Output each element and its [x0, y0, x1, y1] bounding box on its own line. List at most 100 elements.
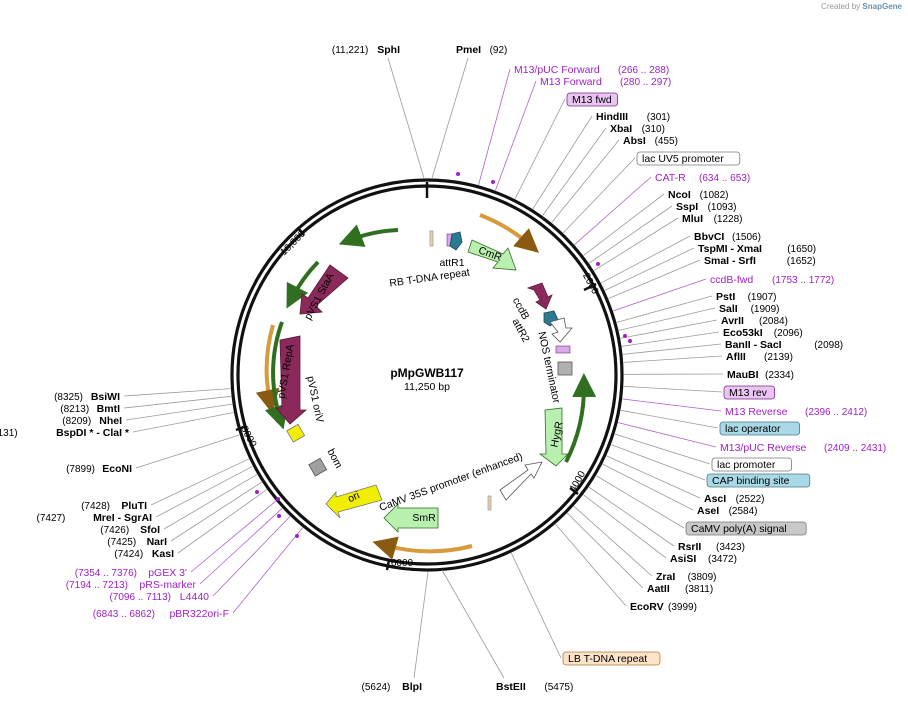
site-kasi: KasI (7424)	[114, 548, 174, 560]
primer-name: pBR322ori-F	[169, 608, 229, 620]
site-position: (455)	[655, 136, 678, 147]
label-box	[706, 473, 811, 488]
site-position: (1650)	[787, 244, 816, 255]
site-nari: NarI(7425)	[107, 536, 167, 548]
label-box	[562, 651, 661, 666]
site-maubi: MauBI(2334)	[727, 369, 794, 381]
primer-pgex-3: pGEX 3'(7354 .. 7376)	[75, 567, 187, 579]
watermark-created-by: Created by	[821, 2, 861, 11]
site-sali: SalI(1909)	[719, 303, 780, 315]
ori-arrow	[325, 484, 383, 519]
boxed-label-m13-fwd: M13 fwd	[566, 92, 618, 107]
site-position: (7428)	[81, 501, 110, 512]
site-name: ZraI	[656, 571, 675, 583]
leader-lines	[123, 57, 724, 679]
site-position: (3472)	[708, 554, 737, 565]
site-bsteii: BstEII(5475)	[496, 681, 573, 693]
site-position: (1652)	[787, 256, 816, 267]
site-sspi: SspI(1093)	[676, 201, 737, 213]
site-position: (7427)	[36, 513, 65, 524]
site-position: (8209)	[62, 416, 91, 427]
site-bsiwi: BsiWI(8325)	[54, 391, 120, 403]
site-blpi: BlpI(5624)	[361, 681, 422, 693]
site-name: MreI - SgrAI	[93, 512, 152, 524]
lb-t-dna-shape	[487, 495, 492, 511]
primer-position: (1753 .. 1772)	[772, 275, 834, 286]
ccdb-arrow	[526, 282, 553, 310]
site-xbai: XbaI(310)	[610, 123, 665, 135]
primer-name: pGEX 3'	[148, 567, 187, 579]
feature-label-bom: bom	[325, 447, 345, 471]
site-position: (2522)	[736, 494, 765, 505]
site-name: XbaI	[610, 123, 632, 135]
site-position: (5475)	[544, 682, 573, 693]
plasmid-size: 11,250 bp	[404, 381, 450, 393]
bom-shape	[308, 457, 328, 477]
feature-label-cmr: CmR	[477, 244, 504, 264]
label-text: lac promoter	[717, 459, 776, 471]
site-name: AseI	[697, 505, 719, 517]
site-name: KasI	[152, 548, 174, 560]
site-aflii: AflII(2139)	[726, 351, 793, 363]
site-position: (301)	[647, 112, 670, 123]
site-name: BanII - SacI	[725, 339, 782, 351]
site-position: (2084)	[759, 316, 788, 327]
primer-leader-lines	[190, 68, 722, 614]
site-name: BmtI	[97, 403, 120, 415]
cmr-arrow	[467, 239, 517, 271]
site-bspdi-clai: BspDI * - ClaI * (8131)	[0, 427, 130, 439]
feature-label-ori: ori	[346, 489, 362, 505]
site-position: (2096)	[774, 328, 803, 339]
label-box	[566, 92, 618, 107]
site-name: SalI	[719, 303, 738, 315]
site-position: (7424)	[114, 549, 143, 560]
site-pmei: PmeI(92)	[456, 44, 507, 56]
site-zrai: ZraI (3809)	[656, 571, 717, 583]
site-name: AvrII	[721, 315, 744, 327]
site-position: (3811)	[685, 584, 713, 595]
primer-name: CAT-R	[655, 172, 686, 184]
site-banii-saci: BanII - SacI(2098)	[725, 339, 843, 351]
site-name: SmaI - SrfI	[704, 255, 756, 267]
site-asci: AscI(2522)	[704, 493, 765, 505]
site-position: (2139)	[764, 352, 793, 363]
primer-name: M13/pUC Forward	[514, 64, 600, 76]
site-eco53ki: Eco53kI (2096)	[723, 327, 803, 339]
site-sfoi: SfoI(7426)	[100, 524, 160, 536]
site-absi: AbsI(455)	[623, 135, 678, 147]
feature-label-smr: SmR	[412, 512, 436, 524]
primer-name: ccdB-fwd	[710, 274, 753, 286]
site-mrei-sgrai: MreI - SgrAI (7427)	[36, 512, 152, 524]
camv-35s-shape	[499, 461, 543, 501]
m13-rev-shape	[555, 345, 571, 354]
primer-l4440: L4440(7096 .. 7113)	[109, 591, 209, 603]
site-name: PluTI	[121, 500, 147, 512]
site-name: BspDI * - ClaI *	[56, 427, 130, 439]
feature-label-attr2: attR2	[509, 317, 531, 345]
backbone-outer	[230, 178, 624, 572]
nos-terminator-shape	[549, 317, 573, 343]
site-name: PmeI	[456, 44, 481, 56]
site-mlui: MluI(1228)	[682, 213, 743, 225]
site-name: BsiWI	[91, 391, 120, 403]
site-position: (3809)	[688, 572, 717, 583]
primer-position: (2409 .. 2431)	[824, 443, 886, 454]
site-name: SphI	[377, 44, 400, 56]
plasmid-name: pMpGWB117	[390, 366, 464, 380]
boxed-label-cap-binding-site: CAP binding site	[706, 473, 811, 488]
pvs1-staa-arrow	[299, 264, 349, 315]
site-name: SfoI	[140, 524, 160, 536]
site-name: Eco53kI	[723, 327, 763, 339]
feature-label-camv-35s-promoter-enhanced: CaMV 35S promoter (enhanced)	[378, 451, 525, 514]
site-position: (1228)	[714, 214, 743, 225]
primer-position: (7194 .. 7213)	[66, 580, 128, 591]
boxed-label-m13-rev: M13 rev	[723, 385, 775, 400]
site-name: BbvCI	[694, 231, 724, 243]
watermark-brand: SnapGene	[862, 2, 902, 11]
feature-shapes	[275, 230, 573, 533]
site-position: (8131)	[0, 428, 18, 439]
site-name: TspMI - XmaI	[698, 243, 762, 255]
site-sphi: SphI(11,221)	[332, 44, 400, 56]
primer-ccdb-fwd: ccdB-fwd (1753 .. 1772)	[710, 274, 834, 286]
label-text: M13 fwd	[572, 94, 612, 106]
